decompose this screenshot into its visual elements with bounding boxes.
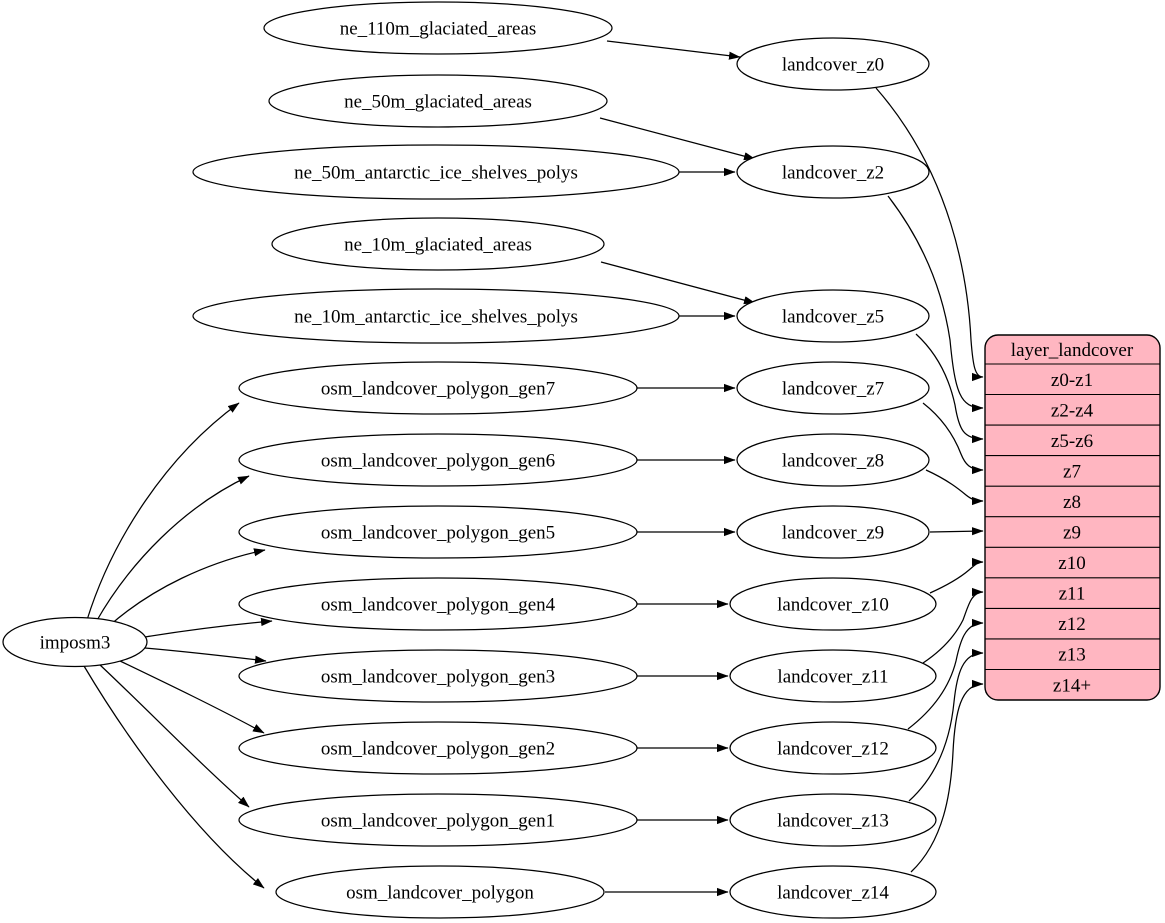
node-landcover-z14: landcover_z14 xyxy=(729,865,937,919)
table-row-z5-z6: z5-z6 xyxy=(1051,431,1093,452)
table-title: layer_landcover xyxy=(1011,340,1134,361)
table-row-z12: z12 xyxy=(1058,614,1085,635)
table-row-z11: z11 xyxy=(1059,584,1086,605)
edge-imposm3-to-gen1 xyxy=(98,663,250,808)
table-row-z2-z4: z2-z4 xyxy=(1051,400,1094,421)
node-landcover-z7: landcover_z7 xyxy=(736,361,930,415)
node-osm-landcover-polygon: osm_landcover_polygon xyxy=(275,865,605,919)
edge-z12-to-row-z12 xyxy=(907,618,984,730)
svg-text:landcover_z14: landcover_z14 xyxy=(777,883,889,904)
table-row-z14plus: z14+ xyxy=(1053,675,1091,696)
svg-text:osm_landcover_polygon_gen4: osm_landcover_polygon_gen4 xyxy=(321,595,556,616)
node-ne-110m-glaciated-areas: ne_110m_glaciated_areas xyxy=(263,1,613,55)
table-row-z13: z13 xyxy=(1058,645,1085,666)
svg-text:landcover_z0: landcover_z0 xyxy=(782,55,884,76)
node-landcover-z11: landcover_z11 xyxy=(729,649,937,703)
table-layer-landcover: layer_landcover z0-z1 z2-z4 z5-z6 z7 z8 … xyxy=(984,334,1161,701)
edge-ne50m-to-z2 xyxy=(599,117,756,161)
table-row-z9: z9 xyxy=(1063,523,1081,544)
node-ne-10m-glaciated-areas: ne_10m_glaciated_areas xyxy=(271,217,605,271)
svg-text:ne_50m_antarctic_ice_shelves_p: ne_50m_antarctic_ice_shelves_polys xyxy=(294,163,578,184)
edge-imposm3-to-gen3 xyxy=(144,647,267,664)
svg-text:landcover_z2: landcover_z2 xyxy=(782,163,884,184)
svg-text:imposm3: imposm3 xyxy=(40,633,111,654)
node-osm-landcover-polygon-gen5: osm_landcover_polygon_gen5 xyxy=(238,505,638,559)
node-imposm3: imposm3 xyxy=(2,616,148,668)
node-osm-landcover-polygon-gen7: osm_landcover_polygon_gen7 xyxy=(238,361,638,415)
edge-imposm3-to-gen2 xyxy=(117,659,265,734)
svg-text:ne_10m_glaciated_areas: ne_10m_glaciated_areas xyxy=(344,235,532,256)
edges xyxy=(83,40,984,897)
edge-imposm3-to-gen4 xyxy=(144,617,273,638)
svg-text:landcover_z5: landcover_z5 xyxy=(782,307,884,328)
node-landcover-z10: landcover_z10 xyxy=(729,577,937,631)
svg-text:landcover_z7: landcover_z7 xyxy=(782,379,884,400)
edge-z10-to-row-z10 xyxy=(929,557,984,594)
node-landcover-z13: landcover_z13 xyxy=(729,793,937,847)
node-ne-10m-antarctic-ice-shelves-polys: ne_10m_antarctic_ice_shelves_polys xyxy=(192,288,680,344)
edge-z5-to-row-z5-z6 xyxy=(915,333,984,444)
edge-imposm3-to-gen7 xyxy=(86,402,240,621)
edge-imposm3-to-gen5 xyxy=(108,548,266,627)
node-landcover-z5: landcover_z5 xyxy=(736,289,930,343)
svg-text:ne_50m_glaciated_areas: ne_50m_glaciated_areas xyxy=(344,92,532,113)
svg-text:ne_110m_glaciated_areas: ne_110m_glaciated_areas xyxy=(340,19,537,40)
edge-imposm3-to-gen6 xyxy=(95,475,250,623)
svg-text:landcover_z8: landcover_z8 xyxy=(782,451,884,472)
edge-z2-to-row-z2-z4 xyxy=(887,195,984,413)
svg-text:landcover_z12: landcover_z12 xyxy=(777,739,889,760)
edge-z13-to-row-z13 xyxy=(908,648,984,802)
svg-text:landcover_z11: landcover_z11 xyxy=(777,667,888,688)
table-row-z8: z8 xyxy=(1063,492,1081,513)
node-osm-landcover-polygon-gen6: osm_landcover_polygon_gen6 xyxy=(238,433,638,487)
svg-text:osm_landcover_polygon_gen5: osm_landcover_polygon_gen5 xyxy=(321,523,555,544)
svg-text:osm_landcover_polygon_gen3: osm_landcover_polygon_gen3 xyxy=(321,667,555,688)
svg-text:osm_landcover_polygon_gen1: osm_landcover_polygon_gen1 xyxy=(321,811,555,832)
table-row-z10: z10 xyxy=(1058,553,1085,574)
svg-text:osm_landcover_polygon_gen6: osm_landcover_polygon_gen6 xyxy=(321,451,555,472)
node-osm-landcover-polygon-gen1: osm_landcover_polygon_gen1 xyxy=(238,793,638,847)
edge-z7-to-row-z7 xyxy=(922,402,984,475)
node-osm-landcover-polygon-gen2: osm_landcover_polygon_gen2 xyxy=(238,721,638,775)
table-row-z7: z7 xyxy=(1063,461,1081,482)
svg-text:osm_landcover_polygon: osm_landcover_polygon xyxy=(346,883,534,904)
node-landcover-z8: landcover_z8 xyxy=(736,433,930,487)
node-landcover-z2: landcover_z2 xyxy=(736,145,930,199)
edge-z8-to-row-z8 xyxy=(925,469,984,506)
node-osm-landcover-polygon-gen4: osm_landcover_polygon_gen4 xyxy=(238,577,638,631)
node-ne-50m-antarctic-ice-shelves-polys: ne_50m_antarctic_ice_shelves_polys xyxy=(192,144,680,200)
svg-text:landcover_z9: landcover_z9 xyxy=(782,523,884,544)
node-osm-landcover-polygon-gen3: osm_landcover_polygon_gen3 xyxy=(238,649,638,703)
svg-text:landcover_z10: landcover_z10 xyxy=(777,595,889,616)
edge-z14-to-row-z14plus xyxy=(910,679,984,873)
svg-text:osm_landcover_polygon_gen7: osm_landcover_polygon_gen7 xyxy=(321,379,555,400)
edge-z9-to-row-z9 xyxy=(929,527,984,536)
edge-z11-to-row-z11 xyxy=(922,587,984,664)
edge-ne10m-to-z5 xyxy=(600,261,756,305)
table-row-z0-z1: z0-z1 xyxy=(1051,370,1093,391)
svg-text:osm_landcover_polygon_gen2: osm_landcover_polygon_gen2 xyxy=(321,739,555,760)
edge-z0-to-row-z0-z1 xyxy=(875,87,984,382)
node-ne-50m-glaciated-areas: ne_50m_glaciated_areas xyxy=(268,74,608,128)
node-landcover-z9: landcover_z9 xyxy=(736,505,930,559)
svg-text:landcover_z13: landcover_z13 xyxy=(777,811,889,832)
edge-ne110m-to-z0 xyxy=(606,40,741,60)
node-landcover-z12: landcover_z12 xyxy=(729,721,937,775)
svg-text:ne_10m_antarctic_ice_shelves_p: ne_10m_antarctic_ice_shelves_polys xyxy=(294,307,578,328)
nodes: imposm3 ne_110m_glaciated_areas ne_50m_g… xyxy=(2,1,937,919)
node-landcover-z0: landcover_z0 xyxy=(736,37,930,91)
edge-imposm3-to-polygon xyxy=(83,665,265,889)
